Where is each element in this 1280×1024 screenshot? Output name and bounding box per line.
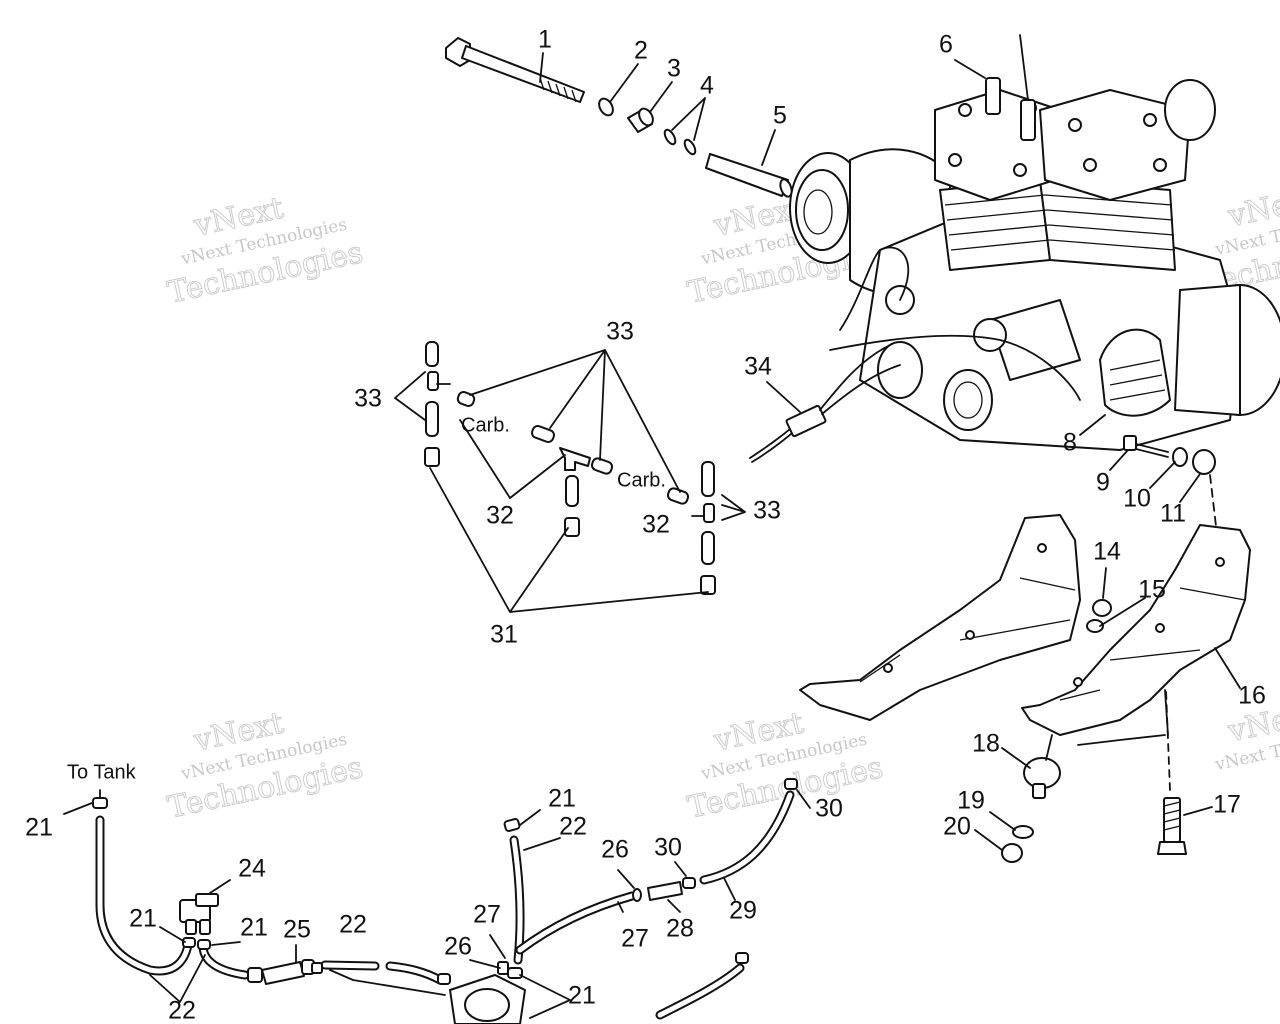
fuel-hoses (95, 790, 795, 1020)
mount-washer (1172, 447, 1188, 467)
callout-18: 18 (972, 730, 1000, 758)
callout-21: 21 (129, 905, 157, 933)
callout-34: 34 (744, 353, 772, 381)
callout-21: 21 (25, 814, 53, 842)
callout-21: 21 (548, 785, 576, 813)
o-rings (663, 128, 697, 156)
callout-33: 33 (354, 385, 382, 413)
engine-mount-plate-right (1021, 524, 1251, 736)
washer-19 (1012, 825, 1034, 839)
callout-31: 31 (490, 621, 518, 649)
long-bolt (445, 37, 585, 103)
callout-30: 30 (654, 834, 682, 862)
callout-32: 32 (642, 511, 670, 539)
callout-26: 26 (444, 933, 472, 961)
check-valve (632, 881, 683, 902)
rubber-mount (1023, 734, 1061, 799)
callout-17: 17 (1213, 791, 1241, 819)
fuel-leader-lines (63, 789, 811, 1019)
callout-33: 33 (753, 497, 781, 525)
mount-bolt (1123, 435, 1169, 458)
callout-30: 30 (815, 795, 843, 823)
callout-25: 25 (283, 916, 311, 944)
callout-6: 6 (939, 31, 953, 59)
callout-2: 2 (634, 37, 648, 65)
engine-mount-plate-left (799, 514, 1081, 721)
callout-24: 24 (238, 855, 266, 883)
callout-33: 33 (606, 318, 634, 346)
spacer (627, 107, 654, 133)
callout-10: 10 (1123, 485, 1151, 513)
callout-numbers: 1 2 3 4 5 6 8 9 10 11 14 15 16 17 18 19 … (25, 26, 1266, 1024)
lock-washer (598, 97, 614, 117)
sleeve (705, 153, 793, 198)
to-tank-label: To Tank (67, 761, 137, 783)
callout-21: 21 (240, 914, 268, 942)
callout-22: 22 (168, 997, 196, 1024)
callout-3: 3 (667, 55, 681, 83)
callout-32: 32 (486, 502, 514, 530)
callout-1: 1 (538, 26, 552, 54)
pulse-leader-lines (394, 349, 746, 613)
pulse-line-fittings (424, 341, 716, 595)
callout-8: 8 (1063, 429, 1077, 457)
callout-9: 9 (1096, 469, 1110, 497)
callout-5: 5 (773, 102, 787, 130)
watermark-bottom-left: vNext vNext Technologies Technologies (164, 705, 366, 826)
callout-20: 20 (943, 813, 971, 841)
text-labels: Carb. Carb. To Tank (67, 414, 666, 783)
callout-21: 21 (568, 982, 596, 1010)
callout-26: 26 (601, 836, 629, 864)
callout-16: 16 (1238, 682, 1266, 710)
callout-22: 22 (559, 813, 587, 841)
mount-nuts-14-15 (1086, 599, 1112, 633)
fuel-valve (179, 893, 219, 935)
callout-22: 22 (339, 911, 367, 939)
engine-block (789, 34, 1280, 451)
callout-11: 11 (1160, 500, 1186, 528)
callout-leader-lines (539, 52, 1241, 851)
callout-4: 4 (700, 72, 714, 100)
callout-19: 19 (957, 787, 985, 815)
wiring-harness (749, 344, 901, 463)
mount-nut (1192, 449, 1216, 475)
fuel-filter (247, 959, 323, 985)
callout-14: 14 (1093, 538, 1121, 566)
callout-29: 29 (729, 897, 757, 925)
bolt-17 (1157, 689, 1187, 855)
carb-label: Carb. (617, 469, 666, 491)
callout-27: 27 (621, 925, 649, 953)
hose-clamps (92, 778, 798, 985)
callout-28: 28 (666, 915, 694, 943)
fuel-pump (449, 961, 526, 1024)
carb-label: Carb. (461, 414, 510, 436)
watermark-top-left: vNext vNext Technologies Technologies (164, 190, 366, 311)
watermark-text: vNext (1224, 181, 1280, 234)
callout-27: 27 (473, 901, 501, 929)
callout-15: 15 (1138, 576, 1166, 604)
nut-20 (1001, 843, 1023, 863)
